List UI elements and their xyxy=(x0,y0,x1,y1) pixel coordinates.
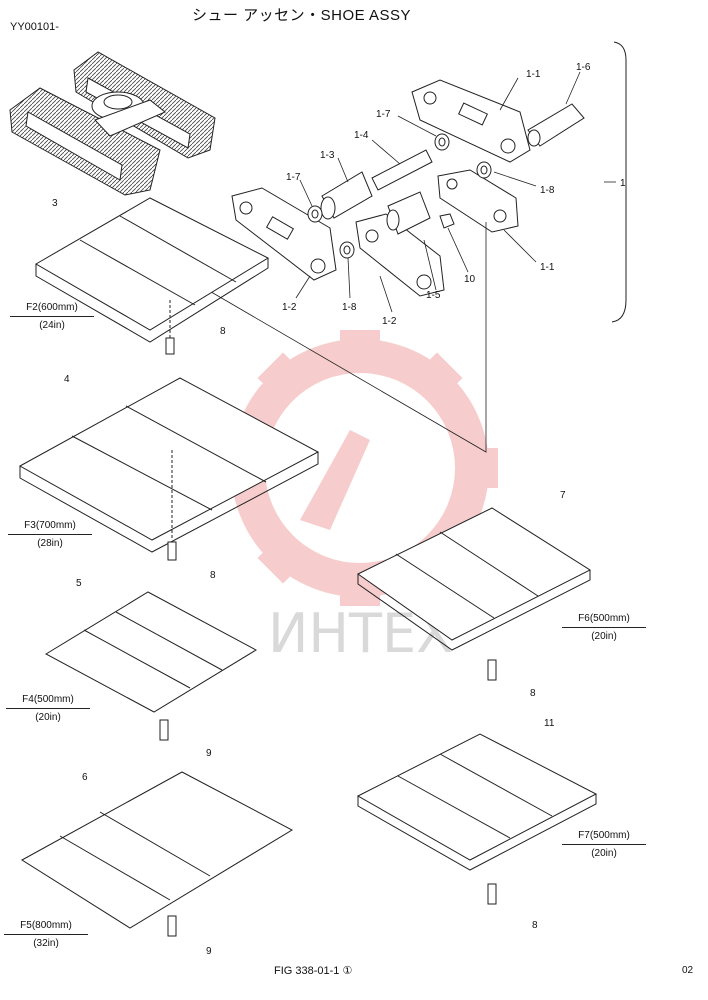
track-link-assembly xyxy=(231,41,627,323)
shoe-spec-f7: F7(500mm) (20in) xyxy=(562,830,646,859)
shoe-spec-f5-mm: F5(800mm) xyxy=(20,920,72,931)
shoe-spec-f6-mm: F6(500mm) xyxy=(578,613,630,624)
shoe-spec-f5: F5(800mm) (32in) xyxy=(4,920,88,949)
page-title: シュー アッセン・SHOE ASSY xyxy=(192,7,412,24)
callout-1-8-right: 1-8 xyxy=(540,185,555,196)
shoe-spec-f4-mm: F4(500mm) xyxy=(22,694,74,705)
shoe-spec-f4-inch: (20in) xyxy=(35,712,61,723)
callout-11: 11 xyxy=(544,718,555,729)
undercarriage-drawing xyxy=(9,51,216,196)
spec-divider xyxy=(562,627,646,628)
spec-divider xyxy=(6,708,90,709)
callout-8-f3: 8 xyxy=(210,570,216,581)
shoe-spec-f2-mm: F2(600mm) xyxy=(26,302,78,313)
shoe-spec-f3: F3(700mm) (28in) xyxy=(8,520,92,549)
shoe-spec-f2: F2(600mm) (24in) xyxy=(10,302,94,331)
callout-9-f4: 9 xyxy=(206,748,212,759)
callout-1-2-right: 1-2 xyxy=(382,316,397,327)
shoe-spec-f7-inch: (20in) xyxy=(591,848,617,859)
callout-1-5: 1-5 xyxy=(426,290,441,301)
figure-revision-mark: ① xyxy=(342,965,353,977)
callout-1-7-left: 1-7 xyxy=(286,172,301,183)
callout-7: 7 xyxy=(560,490,566,501)
callout-8-f6: 8 xyxy=(530,688,536,699)
callout-6: 6 xyxy=(82,772,88,783)
callout-1: 1 xyxy=(620,178,626,189)
shoe-spec-f4: F4(500mm) (20in) xyxy=(6,694,90,723)
model-code: YY00101- xyxy=(10,21,59,33)
shoe-spec-f3-inch: (28in) xyxy=(37,538,63,549)
shoe-plates xyxy=(18,197,598,937)
callout-1-1-top: 1-1 xyxy=(526,69,541,80)
callout-1-3: 1-3 xyxy=(320,150,335,161)
callout-10: 10 xyxy=(464,274,476,285)
spec-divider xyxy=(562,844,646,845)
shoe-spec-f3-mm: F3(700mm) xyxy=(24,520,76,531)
shoe-spec-f5-inch: (32in) xyxy=(33,938,59,949)
figure-number: FIG 338-01-1 ① xyxy=(274,966,352,977)
callout-1-4: 1-4 xyxy=(354,130,369,141)
page-number: 02 xyxy=(682,965,694,976)
shoe-spec-f2-inch: (24in) xyxy=(39,320,65,331)
shoe-spec-f6: F6(500mm) (20in) xyxy=(562,613,646,642)
spec-divider xyxy=(8,534,92,535)
figure-label: FIG 338-01-1 xyxy=(274,965,340,977)
callout-1-2-left: 1-2 xyxy=(282,302,297,313)
shoe-spec-f6-inch: (20in) xyxy=(591,631,617,642)
callout-8-f2: 8 xyxy=(220,326,226,337)
callout-1-1-bottom: 1-1 xyxy=(540,262,555,273)
callout-8-f7: 8 xyxy=(532,920,538,931)
leader-lines xyxy=(169,71,616,453)
spec-divider xyxy=(4,934,88,935)
callout-3: 3 xyxy=(52,198,58,209)
callout-5: 5 xyxy=(76,578,82,589)
shoe-spec-f7-mm: F7(500mm) xyxy=(578,830,630,841)
callout-1-6: 1-6 xyxy=(576,62,591,73)
callout-9-f5: 9 xyxy=(206,946,212,957)
callout-4: 4 xyxy=(64,374,70,385)
spec-divider xyxy=(10,316,94,317)
callout-1-8-bottom: 1-8 xyxy=(342,302,357,313)
callout-1-7-top: 1-7 xyxy=(376,109,391,120)
